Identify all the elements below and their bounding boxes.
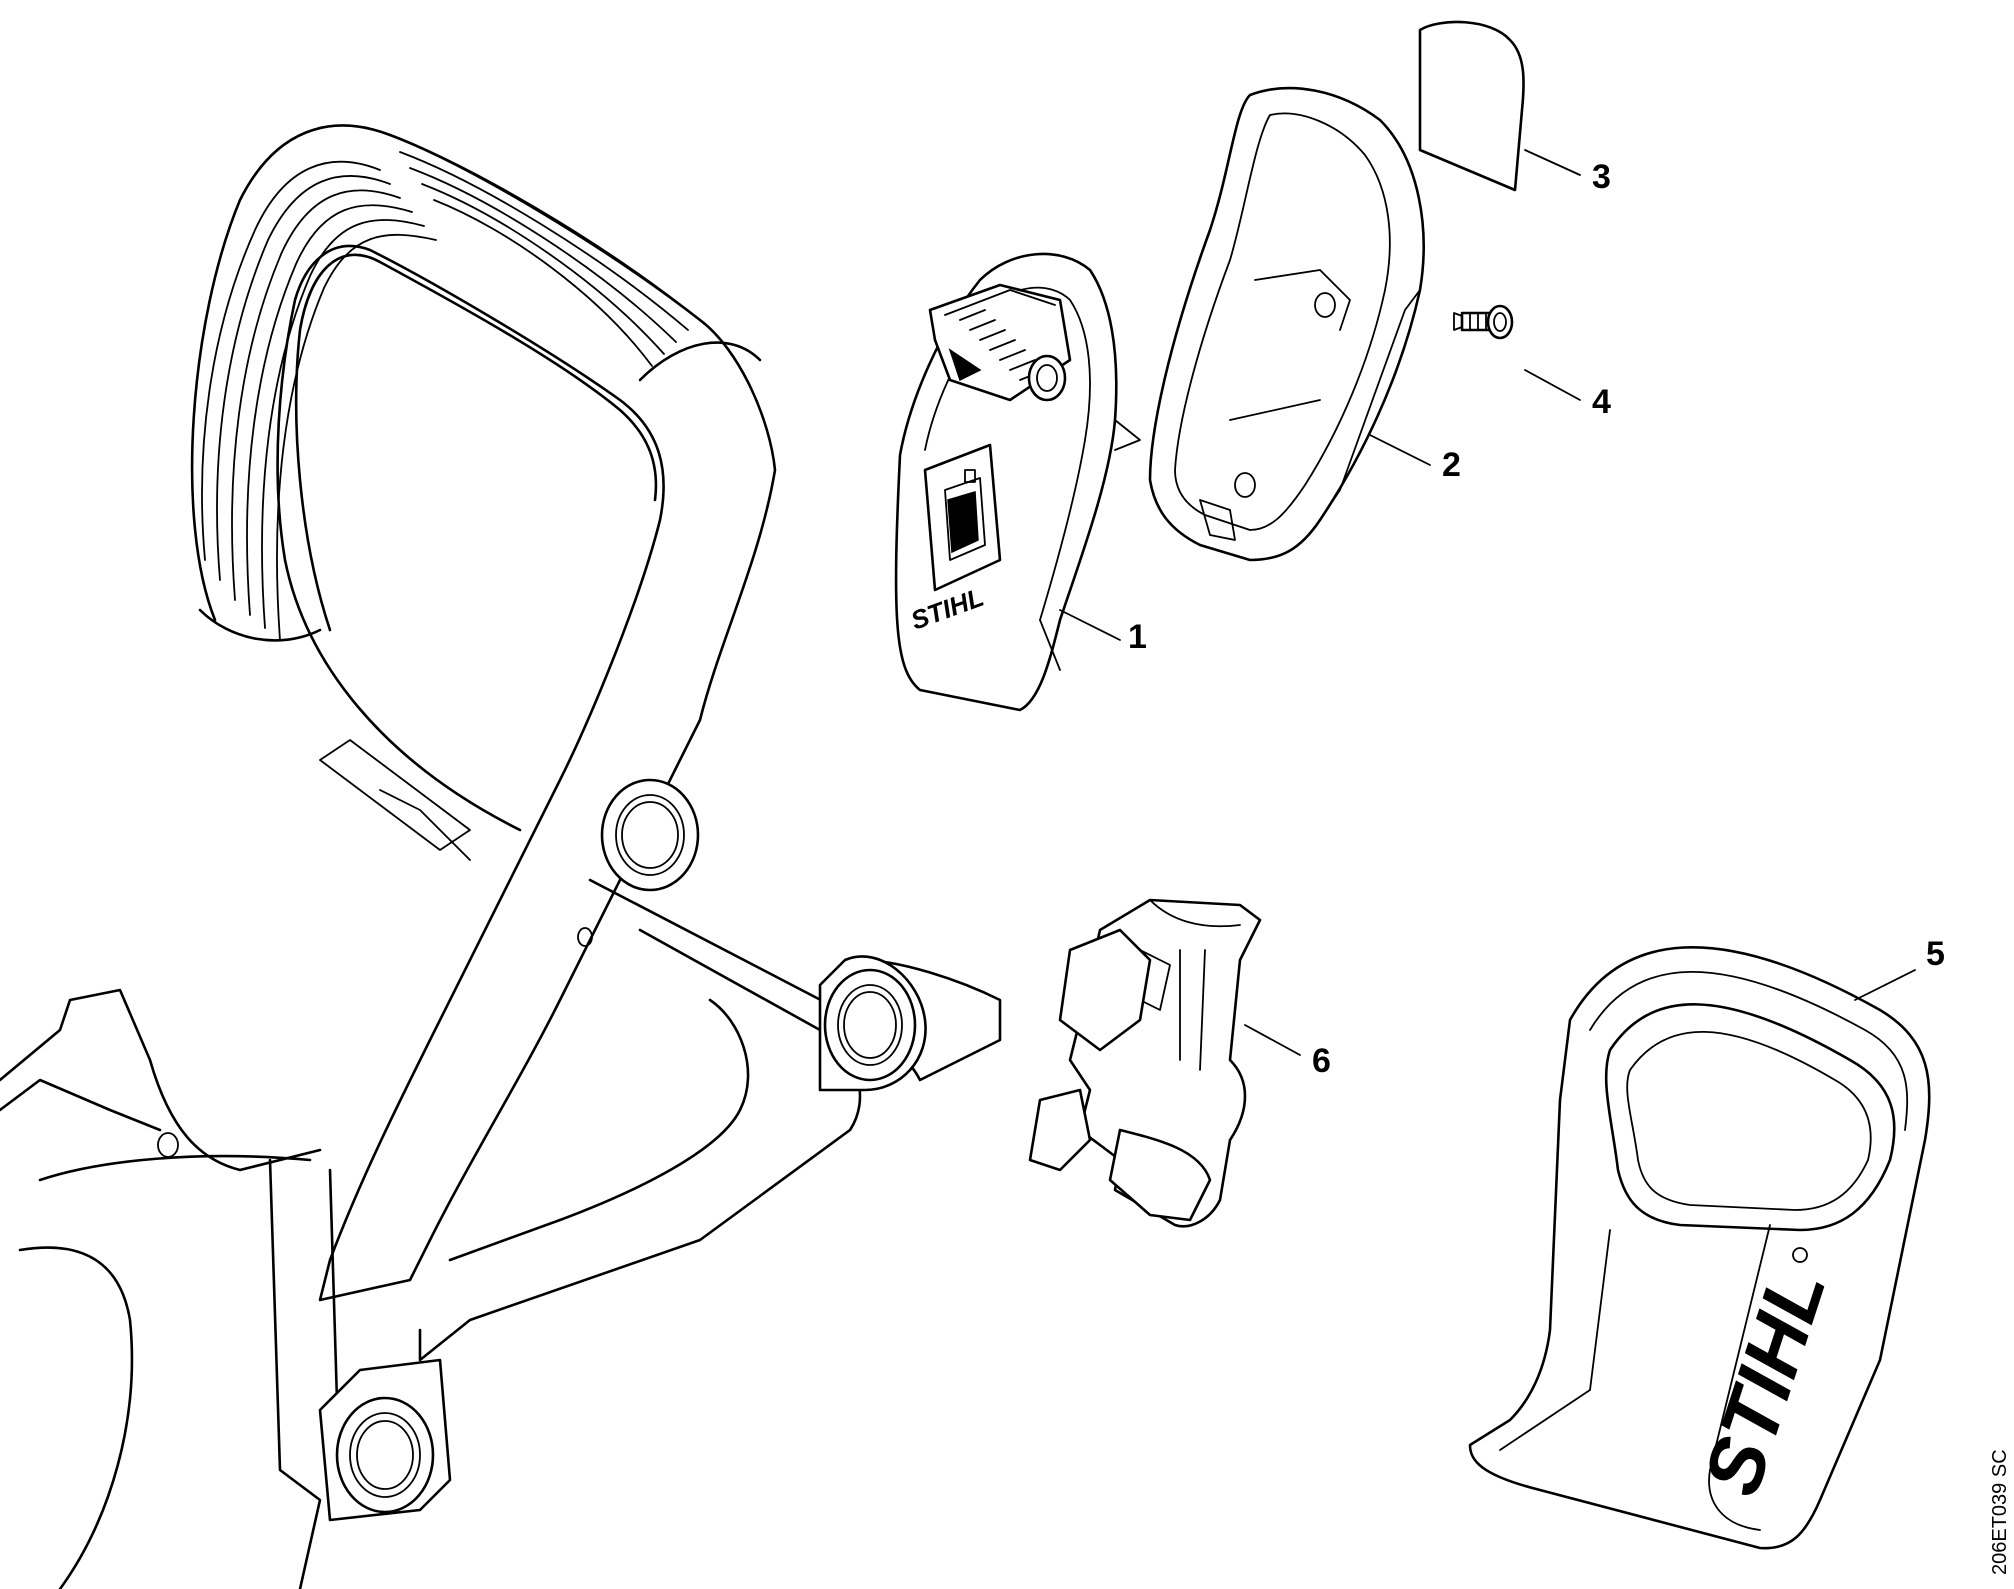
callout-labels: 1 2 3 4 5 6 bbox=[1128, 158, 1945, 1080]
callout-6: 6 bbox=[1312, 1042, 1331, 1080]
part-6-holder bbox=[1028, 898, 1262, 1228]
part-2-cover bbox=[1148, 86, 1425, 562]
front-handle-frame bbox=[0, 124, 1002, 1589]
callout-4: 4 bbox=[1592, 383, 1611, 421]
callout-3: 3 bbox=[1592, 158, 1611, 196]
drawing-code: 206ET039 SC bbox=[1989, 1449, 2011, 1575]
callout-2: 2 bbox=[1442, 446, 1461, 484]
part-3-label bbox=[1418, 20, 1525, 192]
callout-5: 5 bbox=[1926, 935, 1945, 973]
boss-upper bbox=[600, 778, 700, 892]
callout-1: 1 bbox=[1128, 618, 1147, 656]
boss-right bbox=[818, 955, 927, 1092]
part-5-bag: STIHL bbox=[1468, 946, 1931, 1550]
part-4-screw bbox=[1453, 304, 1514, 340]
boss-lower bbox=[318, 1358, 452, 1522]
leader-lines bbox=[1059, 149, 1916, 1056]
part-1-switch-housing: STIHL bbox=[894, 252, 1141, 712]
